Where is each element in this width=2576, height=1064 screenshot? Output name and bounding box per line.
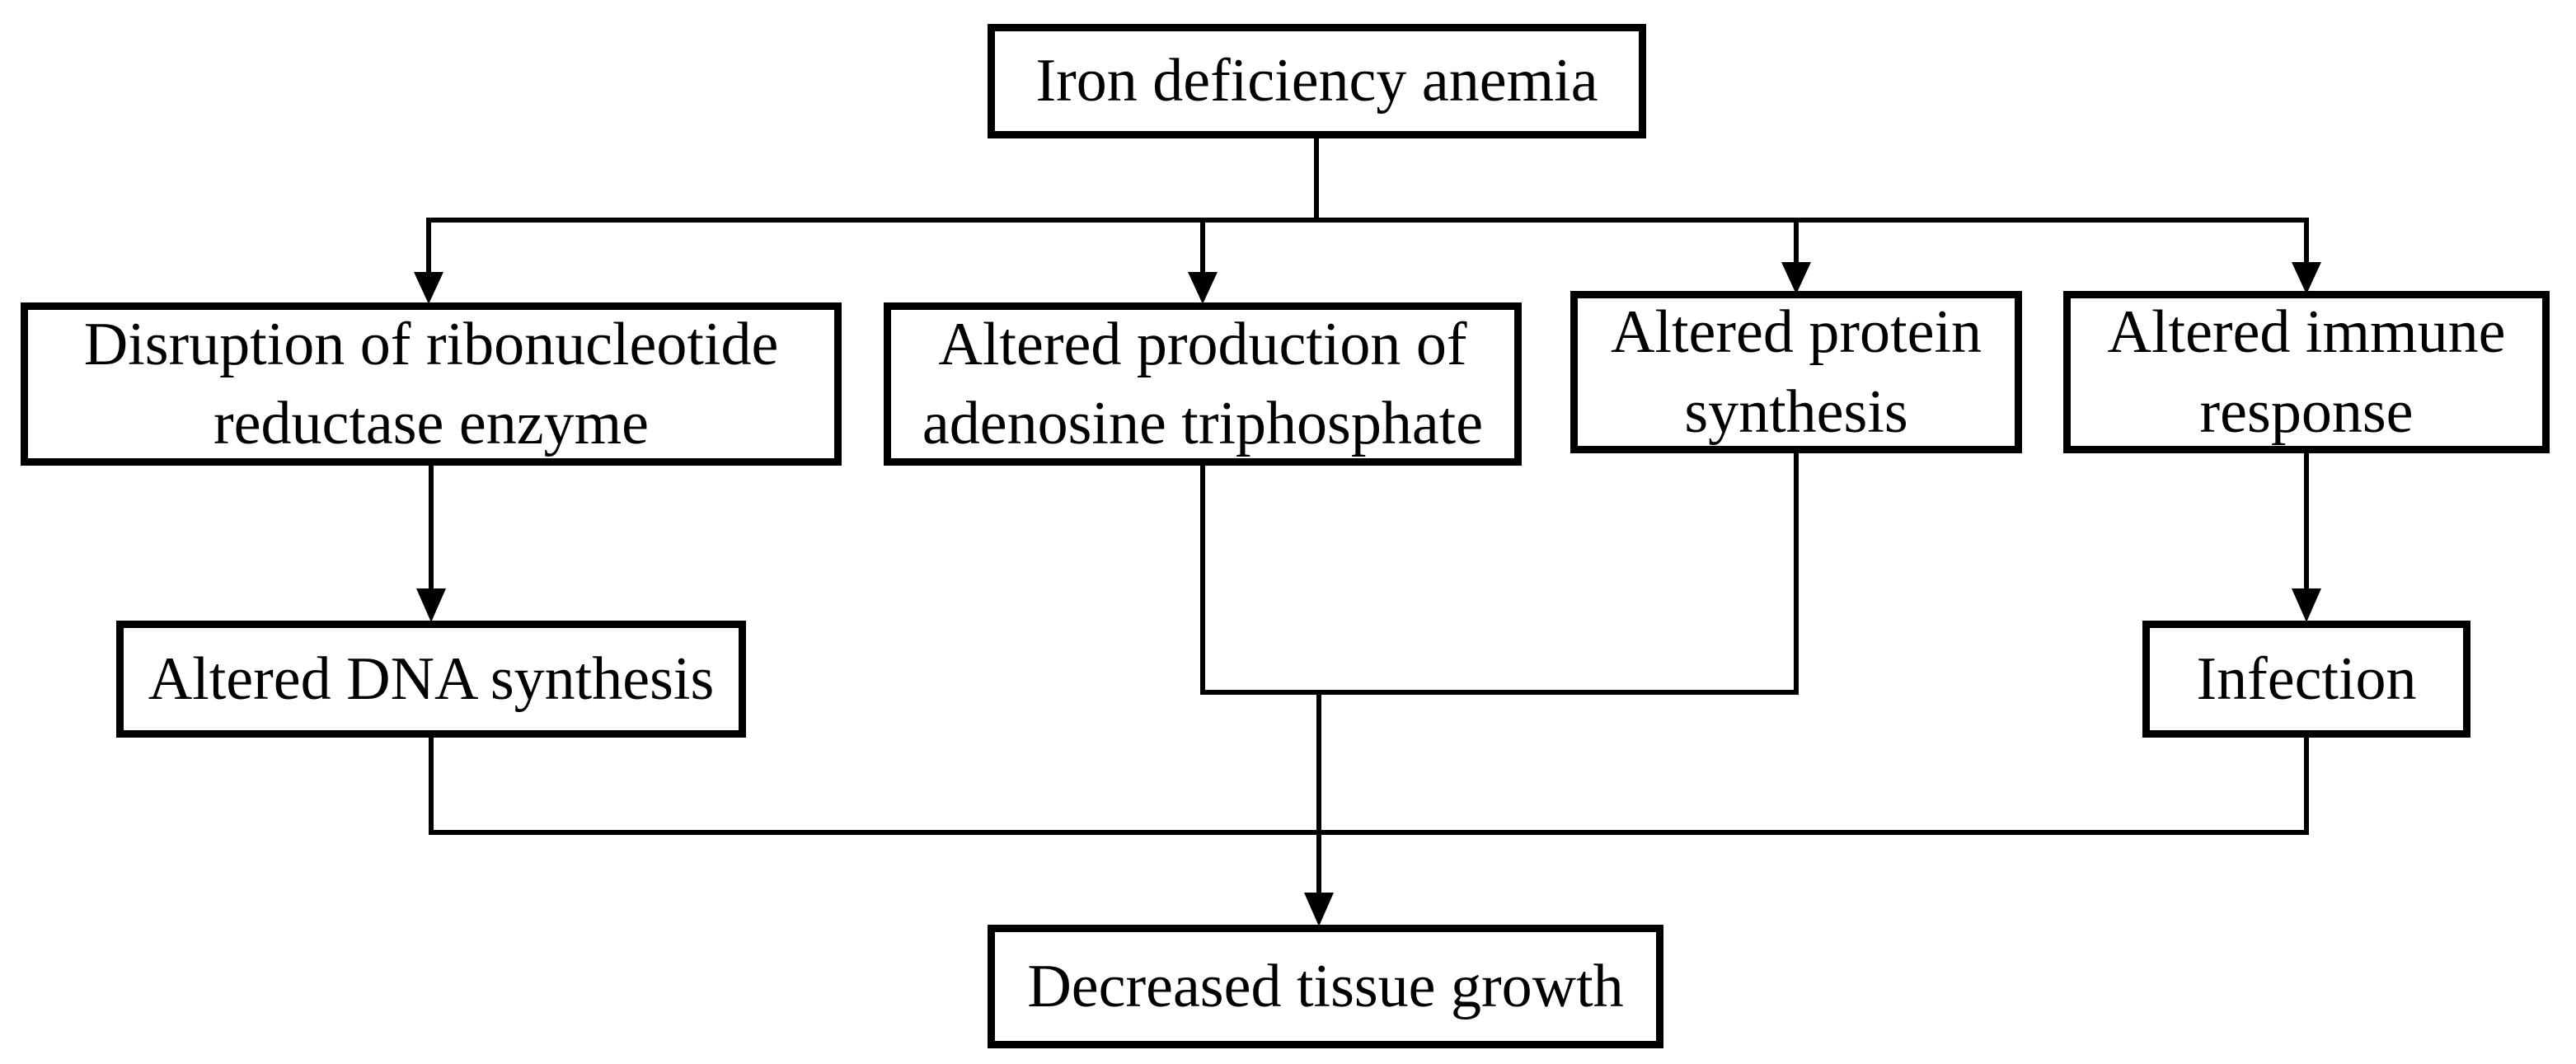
node-altered-immune-response: Altered immune response: [2063, 291, 2550, 453]
node-label-altered-protein-synthesis: Altered protein synthesis: [1611, 298, 1982, 446]
node-infection: Infection: [2142, 621, 2470, 738]
arrowhead-into-dna: [416, 588, 446, 622]
arrowhead-into-infection: [2292, 588, 2321, 622]
arrowhead-into-protein: [1781, 262, 1811, 294]
arrowhead-into-atp: [1188, 272, 1218, 304]
node-label-iron-deficiency-anemia: Iron deficiency anemia: [1035, 47, 1598, 115]
node-label-altered-dna-synthesis: Altered DNA synthesis: [148, 644, 715, 713]
node-altered-protein-synthesis: Altered protein synthesis: [1570, 291, 2022, 453]
node-decreased-tissue-growth: Decreased tissue growth: [988, 925, 1663, 1048]
node-disruption-ribonucleotide-reductase: Disruption of ribonucleotide reductase e…: [21, 302, 842, 466]
arrowhead-into-immune: [2292, 262, 2321, 294]
node-altered-atp-production: Altered production of adenosine triphosp…: [884, 302, 1522, 466]
arrowhead-into-growth: [1304, 893, 1334, 926]
edge-dna-infection-collector-line: [429, 738, 2309, 835]
node-label-altered-atp-production: Altered production of adenosine triphosp…: [922, 310, 1484, 457]
node-iron-deficiency-anemia: Iron deficiency anemia: [988, 24, 1646, 138]
edge-atp-protein-merge-line: [1200, 453, 1799, 695]
node-label-infection: Infection: [2196, 644, 2417, 713]
node-altered-dna-synthesis: Altered DNA synthesis: [116, 621, 746, 738]
node-label-disruption-ribonucleotide-reductase: Disruption of ribonucleotide reductase e…: [83, 310, 779, 457]
node-label-decreased-tissue-growth: Decreased tissue growth: [1027, 952, 1624, 1020]
arrowhead-into-ribonucleotide: [414, 272, 443, 304]
node-label-altered-immune-response: Altered immune response: [2107, 298, 2506, 446]
